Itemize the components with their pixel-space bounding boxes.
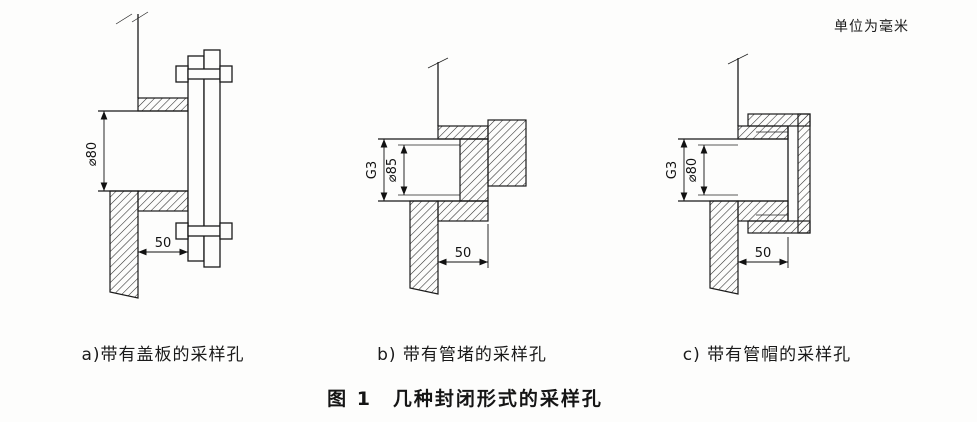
dimension-thread-b: G3 bbox=[365, 139, 388, 201]
figure-a-label: a)带有盖板的采样孔 bbox=[81, 345, 245, 365]
duct-wall-b bbox=[409, 57, 449, 295]
unit-note: 单位为毫米 bbox=[834, 19, 909, 35]
duct-wall-a bbox=[109, 11, 149, 299]
bolt-top-a bbox=[175, 65, 233, 83]
sampling-pipe-c bbox=[678, 125, 789, 222]
figure-a-drawing: ⌀80 50 bbox=[85, 11, 233, 299]
cover-plate-a bbox=[203, 49, 221, 268]
dim-label-length-b: 50 bbox=[455, 246, 472, 261]
dim-label-length-a: 50 bbox=[155, 236, 172, 251]
figure-b-label: b) 带有管堵的采样孔 bbox=[377, 345, 547, 365]
pipe-plug-b bbox=[459, 119, 527, 202]
sampling-pipe-a bbox=[98, 97, 204, 212]
dimension-diameter-c: ⌀80 bbox=[685, 145, 708, 195]
dim-label-diameter-c: ⌀80 bbox=[685, 158, 700, 182]
dim-label-thread-c: G3 bbox=[665, 161, 680, 179]
dimension-length-c: 50 bbox=[737, 224, 789, 268]
figure-c-label: c) 带有管帽的采样孔 bbox=[682, 345, 852, 365]
dimension-length-a: 50 bbox=[137, 214, 189, 258]
duct-wall-c bbox=[709, 53, 749, 295]
bolt-bottom-a bbox=[175, 222, 233, 240]
pipe-cap-c bbox=[747, 113, 811, 234]
dimension-diameter-b: ⌀85 bbox=[385, 145, 408, 195]
dim-label-diameter-b: ⌀85 bbox=[385, 158, 400, 182]
dimension-diameter-a: ⌀80 bbox=[85, 111, 108, 191]
dimension-thread-c: G3 bbox=[665, 139, 688, 201]
figure-c-drawing: G3 ⌀80 50 bbox=[665, 53, 811, 295]
figure-b-drawing: G3 ⌀85 50 bbox=[365, 57, 527, 295]
figure-caption: 图 1 几种封闭形式的采样孔 bbox=[327, 388, 603, 410]
dim-label-diameter-a: ⌀80 bbox=[85, 142, 100, 166]
sampling-pipe-b bbox=[378, 125, 489, 222]
dim-label-length-c: 50 bbox=[755, 246, 772, 261]
dimension-length-b: 50 bbox=[437, 224, 489, 268]
dim-label-thread-b: G3 bbox=[365, 161, 380, 179]
